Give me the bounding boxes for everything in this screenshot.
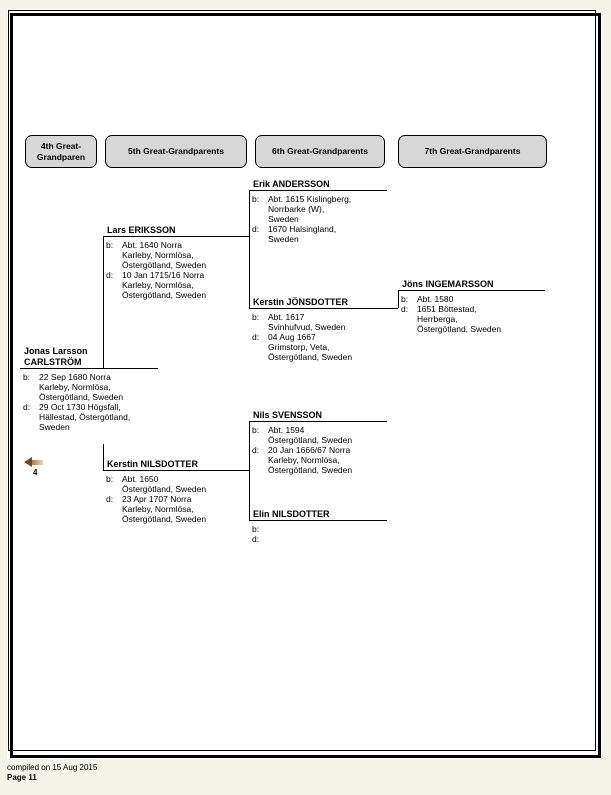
- death-label: d:: [106, 494, 114, 504]
- name-underline-erik: [249, 190, 387, 191]
- footer-page-number: Page 11: [7, 773, 37, 782]
- death-row: d: 20 Jan 1666/67 Norra Karleby, Normlös…: [252, 445, 389, 475]
- person-card-kerstin-jonsdotter: Kerstin JÖNSDOTTER b: Abt. 1617 Svinhufv…: [249, 297, 398, 362]
- birth-value: 22 Sep 1680 Norra Karleby, Normlösa, Öst…: [39, 372, 124, 402]
- column-header-4th-great-grandparents: 4th Great- Grandparen: [25, 135, 97, 168]
- left-arrow-icon: [24, 457, 32, 467]
- death-row: d:: [252, 534, 389, 544]
- birth-row: b: Abt. 1640 Norra Karleby, Normlösa, Ös…: [106, 240, 249, 270]
- birth-label: b:: [23, 372, 31, 382]
- person-card-jons-ingemarsson: Jöns INGEMARSSON b: Abt. 1580 d: 1651 Bö…: [398, 279, 545, 334]
- death-label: d:: [106, 270, 114, 280]
- person-name: Erik ANDERSSON: [253, 179, 330, 189]
- birth-row: b: Abt. 1615 Kislingberg, Norrbarke (W),…: [252, 194, 389, 224]
- birth-label: b:: [252, 312, 260, 322]
- birth-row: b:: [252, 524, 389, 534]
- death-row: d: 10 Jan 1715/16 Norra Karleby, Normlös…: [106, 270, 249, 300]
- birth-row: b: 22 Sep 1680 Norra Karleby, Normlösa, …: [23, 372, 160, 402]
- left-arrow-shaft: [32, 459, 43, 465]
- person-card-kerstin-nilsdotter: Kerstin NILSDOTTER b: Abt. 1650 Östergöt…: [103, 459, 249, 524]
- person-name: Kerstin NILSDOTTER: [107, 459, 199, 469]
- birth-value: Abt. 1617 Svinhufvud, Sweden: [268, 312, 346, 332]
- birth-label: b:: [252, 425, 260, 435]
- name-underline-kerstin-nilsdotter: [103, 470, 249, 471]
- person-name: Jonas Larsson CARLSTRÖM: [24, 346, 88, 367]
- birth-value: Abt. 1615 Kislingberg, Norrbarke (W), Sw…: [268, 194, 352, 224]
- connector-jonas-to-father: [103, 236, 104, 368]
- person-card-erik-andersson: Erik ANDERSSON b: Abt. 1615 Kislingberg,…: [249, 179, 389, 244]
- column-header-5th-great-grandparents: 5th Great-Grandparents: [105, 135, 247, 168]
- paper: [7, 9, 602, 759]
- death-row: d: 29 Oct 1730 Högsfall, Hällestad, Öste…: [23, 402, 160, 432]
- name-underline-lars: [103, 236, 249, 237]
- name-underline-jonas: [20, 368, 158, 369]
- death-value: 1651 Böttestad, Herrberga, Östergötland,…: [417, 304, 502, 334]
- connector-kerstin-j-to-father: [398, 290, 399, 308]
- death-label: d:: [401, 304, 409, 314]
- death-row: d: 04 Aug 1667 Grimstorp, Veta, Östergöt…: [252, 332, 398, 362]
- person-name: Nils SVENSSON: [253, 410, 323, 420]
- death-value: 29 Oct 1730 Högsfall, Hällestad, Östergö…: [39, 402, 131, 432]
- death-label: d:: [23, 402, 31, 412]
- death-row: d: 1651 Böttestad, Herrberga, Östergötla…: [401, 304, 545, 334]
- death-label: d:: [252, 534, 260, 544]
- birth-value: Abt. 1640 Norra Karleby, Normlösa, Öster…: [122, 240, 207, 270]
- connector-kerstin-n-to-parents: [249, 421, 250, 520]
- death-value: 1670 Halsingland, Sweden: [268, 224, 337, 244]
- death-row: d: 1670 Halsingland, Sweden: [252, 224, 389, 244]
- birth-value: Abt. 1580: [417, 294, 454, 304]
- name-underline-kerstin-jonsdotter: [249, 308, 398, 309]
- death-label: d:: [252, 445, 260, 455]
- birth-row: b: Abt. 1650 Östergötland, Sweden: [106, 474, 249, 494]
- name-underline-jons: [398, 290, 545, 291]
- death-value: 20 Jan 1666/67 Norra Karleby, Normlösa, …: [268, 445, 353, 475]
- person-name: Kerstin JÖNSDOTTER: [253, 297, 349, 307]
- birth-row: b: Abt. 1594 Östergötland, Sweden: [252, 425, 389, 445]
- birth-value: Abt. 1650 Östergötland, Sweden: [122, 474, 207, 494]
- person-card-elin-nilsdotter: Elin NILSDOTTER b: d:: [249, 509, 389, 544]
- connector-lars-to-parents: [249, 190, 250, 308]
- death-value: 04 Aug 1667 Grimstorp, Veta, Östergötlan…: [268, 332, 353, 362]
- column-header-7th-great-grandparents: 7th Great-Grandparents: [398, 135, 547, 168]
- birth-label: b:: [106, 474, 114, 484]
- person-card-lars-eriksson: Lars ERIKSSON b: Abt. 1640 Norra Karleby…: [103, 225, 249, 300]
- person-name: Lars ERIKSSON: [107, 225, 176, 235]
- death-label: d:: [252, 224, 260, 234]
- page-border-inner: [8, 10, 596, 751]
- person-name: Jöns INGEMARSSON: [402, 279, 494, 289]
- birth-label: b:: [106, 240, 114, 250]
- chart-nav-back-control[interactable]: [24, 457, 43, 467]
- name-underline-elin: [249, 520, 387, 521]
- person-card-nils-svensson: Nils SVENSSON b: Abt. 1594 Östergötland,…: [249, 410, 389, 475]
- death-label: d:: [252, 332, 260, 342]
- birth-row: b: Abt. 1580: [401, 294, 545, 304]
- chart-nav-number: 4: [33, 468, 38, 477]
- name-underline-nils: [249, 421, 387, 422]
- death-row: d: 23 Apr 1707 Norra Karleby, Normlösa, …: [106, 494, 249, 524]
- connector-jonas-to-mother: [103, 444, 104, 470]
- birth-label: b:: [401, 294, 409, 304]
- page-border-outer: [10, 13, 601, 758]
- birth-value: Abt. 1594 Östergötland, Sweden: [268, 425, 353, 445]
- death-value: 23 Apr 1707 Norra Karleby, Normlösa, Öst…: [122, 494, 207, 524]
- person-card-jonas-carlstrom: Jonas Larsson CARLSTRÖM b: 22 Sep 1680 N…: [20, 346, 160, 432]
- birth-label: b:: [252, 524, 260, 534]
- birth-label: b:: [252, 194, 260, 204]
- birth-row: b: Abt. 1617 Svinhufvud, Sweden: [252, 312, 398, 332]
- footer-compiled-text: compiled on 15 Aug 2015: [7, 763, 98, 772]
- column-header-6th-great-grandparents: 6th Great-Grandparents: [255, 135, 385, 168]
- death-value: 10 Jan 1715/16 Norra Karleby, Normlösa, …: [122, 270, 207, 300]
- person-name: Elin NILSDOTTER: [253, 509, 330, 519]
